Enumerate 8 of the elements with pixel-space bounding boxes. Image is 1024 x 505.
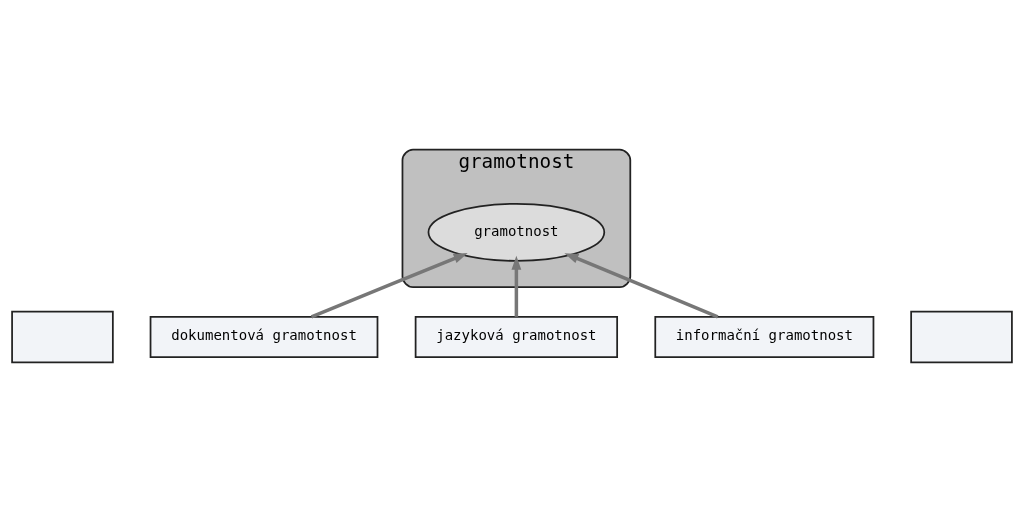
node-box: informační gramotnost xyxy=(654,316,875,359)
arrow xyxy=(564,253,719,319)
arrow xyxy=(511,255,522,317)
arrow xyxy=(310,253,468,319)
node-box xyxy=(11,310,114,364)
node-box: dokumentová gramotnost xyxy=(149,316,379,359)
node-box: jazyková gramotnost xyxy=(414,316,619,359)
node-box xyxy=(910,310,1013,364)
